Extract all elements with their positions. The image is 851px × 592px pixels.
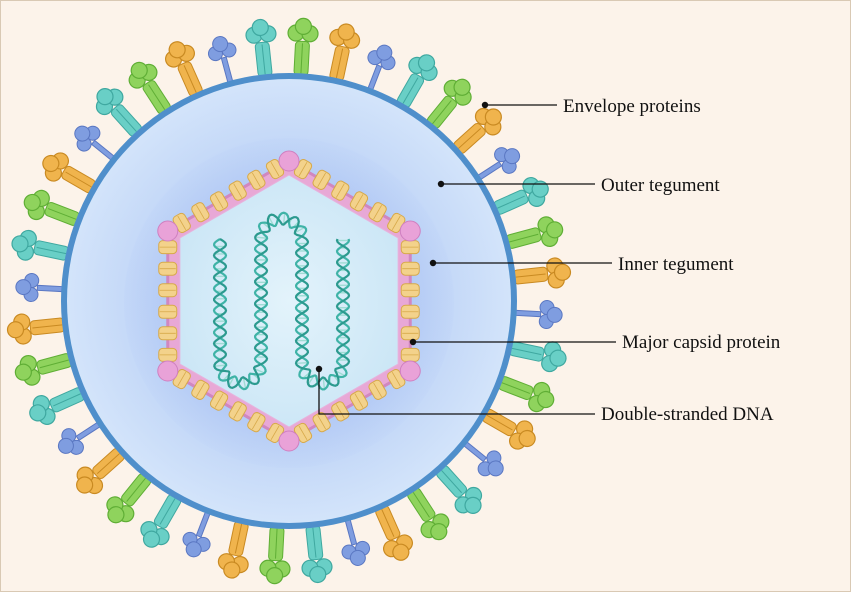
capsomer: [209, 191, 229, 212]
capsid-vertex: [157, 220, 179, 242]
envelope-spike-green: [259, 526, 291, 585]
capsid-interior: [179, 174, 399, 428]
capsomer: [312, 169, 331, 190]
capsid-vertex: [278, 150, 300, 172]
envelope-spike-orange: [164, 41, 203, 97]
envelope-spike-teal: [508, 341, 567, 373]
capsomer: [400, 326, 420, 341]
capsomer: [368, 202, 387, 223]
envelope-spike-blue: [476, 147, 521, 181]
envelope-spike-orange: [6, 313, 66, 345]
envelope-spike-blue: [182, 510, 211, 558]
dna-strand-2: [212, 213, 351, 390]
capsomer: [158, 347, 178, 362]
leader-dot-double-stranded-dna: [315, 365, 323, 373]
envelope-spike-green: [23, 189, 80, 226]
label-inner-tegument: Inner tegument: [618, 254, 734, 275]
envelope-spike-teal: [493, 176, 549, 215]
dna-base-pair: [214, 364, 227, 367]
envelope-spike-green: [498, 376, 555, 413]
double-stranded-dna: [212, 211, 351, 391]
capsid-vertex: [399, 220, 421, 242]
envelope-spike-orange: [42, 152, 96, 194]
capsomer: [228, 180, 247, 201]
capsomer: [247, 412, 266, 433]
envelope-spike-green: [407, 487, 450, 541]
capsomer: [158, 283, 178, 298]
capsomer: [400, 240, 420, 255]
capsomer: [228, 401, 247, 422]
envelope-spike-green: [14, 353, 73, 386]
capsid-vertex: [278, 430, 300, 452]
label-envelope-proteins: Envelope proteins: [563, 96, 701, 117]
envelope-spike-green: [128, 61, 171, 115]
envelope-spike-blue: [514, 300, 563, 329]
label-double-stranded-dna: Double-stranded DNA: [601, 404, 774, 425]
envelope-spike-orange: [76, 448, 125, 495]
capsomer: [158, 304, 178, 319]
envelope-spike-blue: [367, 44, 396, 92]
capsomer: [209, 390, 229, 411]
capsomer: [191, 379, 210, 400]
envelope-spike-teal: [140, 494, 182, 548]
envelope-spike-orange: [217, 520, 249, 579]
capsomer: [400, 261, 420, 276]
dna-base-pair: [295, 362, 309, 364]
leader-dot-inner-tegument: [429, 259, 437, 267]
envelope-spike-blue: [74, 125, 116, 162]
envelope-spike-green: [106, 473, 152, 524]
leader-dot-envelope-proteins: [481, 101, 489, 109]
dna-base-pair: [228, 376, 235, 387]
dna-base-pair: [282, 212, 286, 225]
envelope-spike-teal: [29, 387, 85, 426]
capsid-vertex: [157, 360, 179, 382]
envelope-spike-teal: [245, 18, 277, 78]
capsomer: [400, 283, 420, 298]
capsomer: [400, 304, 420, 319]
envelope-spike-green: [505, 216, 564, 249]
capsomer: [400, 347, 420, 362]
dna-base-pair: [242, 377, 247, 390]
dna-base-pair: [255, 236, 268, 239]
dna-strand-1: [212, 211, 351, 391]
capsomer: [191, 202, 210, 223]
capsomer: [247, 169, 266, 190]
dna-base-pair: [253, 368, 265, 374]
envelope-spike-orange: [329, 23, 361, 82]
envelope-spike-green: [287, 17, 319, 76]
capsomer: [349, 390, 369, 411]
capsid-vertex: [399, 360, 421, 382]
envelope-spike-blue: [15, 273, 64, 302]
envelope-spikes: [6, 17, 572, 585]
envelope-spike-green: [426, 78, 472, 129]
envelope-spike-teal: [396, 54, 438, 108]
leader-dot-major-capsid-protein: [409, 338, 417, 346]
envelope-spike-blue: [462, 440, 504, 477]
capsomer: [368, 379, 387, 400]
envelope-spike-teal: [301, 524, 333, 584]
capsomer: [312, 412, 331, 433]
label-outer-tegument: Outer tegument: [601, 175, 720, 196]
envelope-spike-blue: [207, 36, 237, 84]
dna-base-pair: [294, 226, 306, 234]
envelope-spike-teal: [11, 229, 70, 261]
dna-base-pair: [322, 377, 326, 390]
envelope-spike-orange: [375, 505, 414, 561]
label-major-capsid-protein: Major capsid protein: [622, 332, 781, 353]
capsomer: [158, 261, 178, 276]
envelope-spike-orange: [482, 408, 536, 450]
envelope-spike-orange: [512, 257, 572, 289]
envelope-spike-blue: [341, 518, 371, 566]
leader-dot-outer-tegument: [437, 180, 445, 188]
leader-line-double-stranded-dna: [318, 369, 595, 415]
capsomer: [158, 240, 178, 255]
leader-lines: [315, 101, 616, 415]
capsomer: [158, 326, 178, 341]
capsomer: [331, 180, 350, 201]
capsomer: [349, 191, 369, 212]
dna-base-pair: [334, 369, 346, 377]
